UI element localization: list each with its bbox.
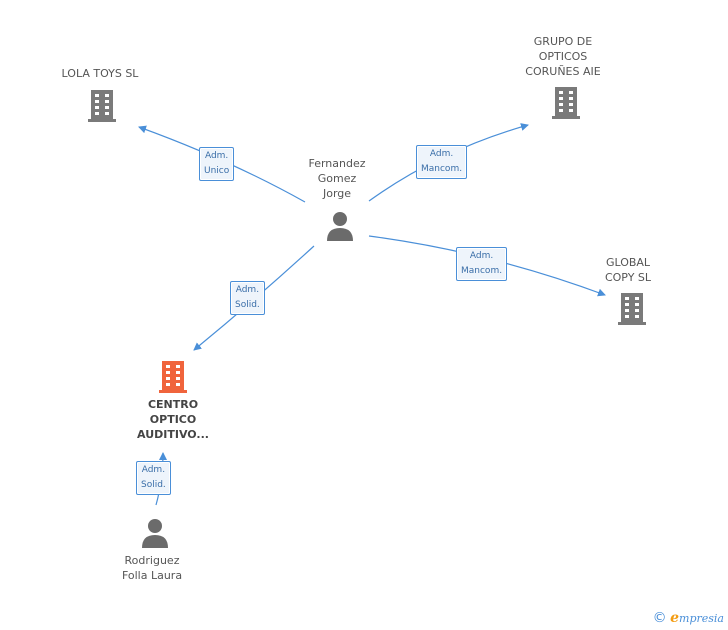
node-label-lola-toys[interactable]: LOLA TOYS SL: [61, 67, 139, 80]
building-icon[interactable]: [616, 291, 648, 325]
building-icon[interactable]: [86, 88, 118, 122]
node-label-fernandez-gomez-jorge[interactable]: Fernandez Gomez Jorge: [308, 157, 366, 200]
brand-footer: © empresia: [653, 610, 724, 626]
edge-label-adm-mancom-grupo[interactable]: Adm. Mancom.: [416, 145, 468, 179]
node-label-centro-optico[interactable]: CENTRO OPTICO AUDITIVO...: [137, 398, 209, 441]
copyright-symbol: ©: [652, 610, 667, 626]
person-icon[interactable]: [325, 211, 355, 241]
brand-logo-text: mpresia: [679, 612, 724, 625]
edge-label-adm-unico[interactable]: Adm. Unico: [199, 147, 235, 181]
node-label-grupo-opticos[interactable]: GRUPO DE OPTICOS CORUÑES AIE: [525, 35, 601, 78]
node-label-global-copy[interactable]: GLOBAL COPY SL: [604, 256, 652, 284]
edge-label-adm-solid-centro[interactable]: Adm. Solid.: [230, 281, 265, 315]
building-icon[interactable]: [157, 359, 189, 393]
brand-logo-e: e: [670, 610, 680, 626]
edge-label-adm-mancom-global[interactable]: Adm. Mancom.: [456, 247, 508, 281]
node-label-rodriguez-folla-laura[interactable]: Rodriguez Folla Laura: [121, 554, 183, 582]
edge-label-adm-solid-rodriguez[interactable]: Adm. Solid.: [136, 461, 171, 495]
person-icon[interactable]: [140, 518, 170, 548]
building-icon[interactable]: [550, 85, 582, 119]
